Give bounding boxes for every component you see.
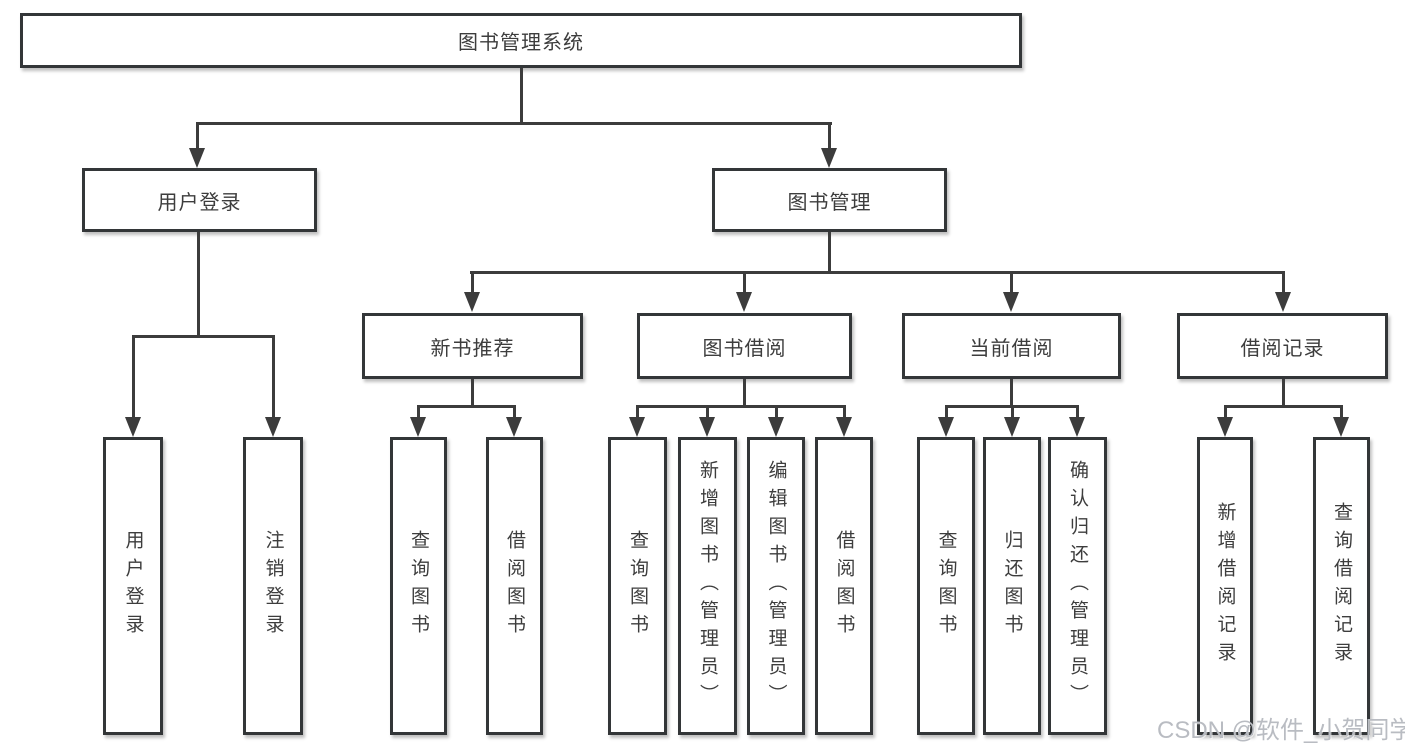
node-logout: 注销登录 [243, 437, 303, 735]
arrow-down-icon [410, 417, 426, 437]
node-label: 注销登录 [262, 530, 284, 642]
connector-line [1076, 405, 1079, 417]
connector-line [1340, 405, 1343, 417]
arrow-down-icon [736, 292, 752, 312]
node-current-borrowing: 当前借阅 [902, 313, 1121, 379]
node-label: 借阅图书 [504, 530, 525, 642]
arrow-down-icon [1217, 417, 1233, 437]
connector-line [417, 405, 516, 408]
connector-line [513, 405, 516, 417]
connector-line [1282, 271, 1285, 292]
arrow-down-icon [1004, 417, 1020, 437]
node-label: 图书借阅 [702, 337, 787, 360]
connector-line [196, 122, 832, 125]
node-library-management-system: 图书管理系统 [20, 13, 1022, 68]
connector-line [1010, 271, 1013, 292]
arrow-down-icon [1333, 417, 1349, 437]
connector-line [132, 335, 135, 417]
node-label: 新增图书（管理员） [697, 460, 718, 712]
arrow-down-icon [1275, 292, 1291, 312]
node-query-books-borrowing: 查询图书 [608, 437, 667, 735]
node-query-borrow-record: 查询借阅记录 [1313, 437, 1370, 735]
node-label: 归还图书 [1001, 530, 1023, 642]
connector-line [520, 68, 523, 125]
connector-line [196, 122, 199, 150]
connector-line [1011, 405, 1014, 417]
node-edit-books-admin: 编辑图书（管理员） [747, 437, 805, 735]
arrow-down-icon [768, 417, 784, 437]
connector-line [417, 405, 420, 417]
connector-line [272, 335, 275, 417]
connector-line [132, 335, 275, 338]
node-query-books-current: 查询图书 [917, 437, 975, 735]
connector-line [197, 232, 200, 338]
node-label: 查询图书 [935, 530, 957, 642]
node-confirm-return-admin: 确认归还（管理员） [1048, 437, 1107, 735]
node-borrowing-records: 借阅记录 [1177, 313, 1388, 379]
arrow-down-icon [1069, 417, 1085, 437]
connector-line [1282, 379, 1285, 408]
arrow-down-icon [699, 417, 715, 437]
connector-line [743, 271, 746, 292]
node-new-book-recommendation: 新书推荐 [362, 313, 583, 379]
connector-line [471, 271, 474, 292]
node-query-books-recommend: 查询图书 [390, 437, 447, 735]
arrow-down-icon [464, 292, 480, 312]
node-label: 当前借阅 [969, 337, 1054, 360]
node-label: 确认归还（管理员） [1067, 460, 1088, 712]
connector-line [828, 122, 831, 150]
connector-line [471, 379, 474, 408]
connector-line [1224, 405, 1343, 408]
node-label: 查询图书 [627, 530, 648, 642]
node-label: 查询借阅记录 [1331, 502, 1352, 670]
connector-line [1224, 405, 1227, 417]
node-add-borrow-record: 新增借阅记录 [1197, 437, 1253, 735]
node-borrow-books-recommend: 借阅图书 [486, 437, 543, 735]
node-label: 查询图书 [408, 530, 429, 642]
connector-line [743, 379, 746, 408]
node-borrow-books: 借阅图书 [815, 437, 873, 735]
node-book-management: 图书管理 [712, 168, 947, 232]
node-label: 编辑图书（管理员） [765, 460, 787, 712]
connector-line [828, 232, 831, 274]
arrow-down-icon [189, 148, 205, 168]
node-label: 用户登录 [122, 530, 144, 642]
connector-line [470, 271, 1284, 274]
node-label: 借阅图书 [833, 530, 855, 642]
node-return-books: 归还图书 [983, 437, 1041, 735]
node-user-login: 用户登录 [82, 168, 317, 232]
node-label: 新增借阅记录 [1214, 502, 1236, 670]
node-label: 图书管理 [787, 191, 872, 214]
connector-line [1010, 379, 1013, 408]
arrow-down-icon [836, 417, 852, 437]
node-label: 图书管理系统 [458, 32, 584, 54]
connector-line [636, 405, 846, 408]
node-label: 用户登录 [157, 191, 242, 214]
arrow-down-icon [1003, 292, 1019, 312]
arrow-down-icon [629, 417, 645, 437]
connector-line [775, 405, 778, 417]
connector-line [636, 405, 639, 417]
connector-line [706, 405, 709, 417]
arrow-down-icon [938, 417, 954, 437]
arrow-down-icon [821, 148, 837, 168]
arrow-down-icon [125, 417, 141, 437]
node-label: 借阅记录 [1240, 337, 1325, 360]
connector-line [945, 405, 948, 417]
node-add-books-admin: 新增图书（管理员） [678, 437, 737, 735]
node-user-login-leaf: 用户登录 [103, 437, 163, 735]
node-book-borrowing: 图书借阅 [637, 313, 852, 379]
node-label: 新书推荐 [430, 337, 515, 360]
connector-line [843, 405, 846, 417]
arrow-down-icon [265, 417, 281, 437]
arrow-down-icon [506, 417, 522, 437]
csdn-watermark: CSDN @软件_小贺同学 [1157, 717, 1405, 744]
